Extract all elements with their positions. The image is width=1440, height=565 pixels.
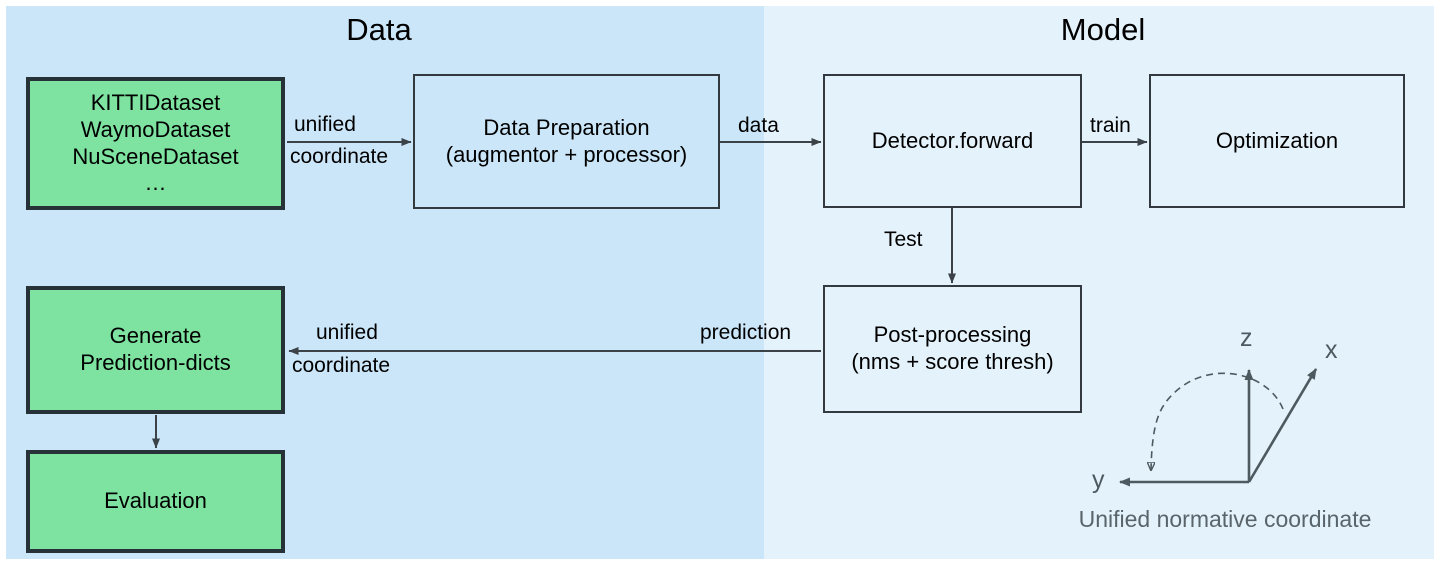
node-data-preparation[interactable]: Data Preparation (augmentor + processor) [413,74,720,209]
edge-label-test: Test [884,228,923,251]
edge-label-unified-2: unified [316,321,378,344]
edge-label-data: data [738,114,779,137]
node-data-preparation-line-2: (augmentor + processor) [445,141,688,167]
panel-model-title: Model [1060,12,1146,47]
node-detector-forward-label: Detector.forward [871,127,1034,153]
edge-label-unified: unified [294,113,356,136]
coordinate-caption: Unified normative coordinate [1078,506,1372,532]
node-post-processing[interactable]: Post-processing (nms + score thresh) [823,285,1082,413]
edge-label-train: train [1090,114,1131,137]
edge-label-coordinate: coordinate [290,145,389,168]
y-axis-label: y [1092,466,1105,494]
node-datasets-line-1: KITTIDataset [90,89,221,115]
node-datasets-line-3: NuSceneDataset [72,143,239,169]
edge-label-prediction: prediction [700,321,792,344]
node-generate-line-2: Prediction-dicts [80,350,231,375]
node-evaluation[interactable]: Evaluation [26,450,285,553]
node-evaluation-label: Evaluation [104,488,207,514]
node-generate-line-1: Generate [109,323,202,349]
node-post-processing-line-2: (nms + score thresh) [851,349,1054,374]
node-post-processing-line-1: Post-processing [873,322,1032,348]
node-data-preparation-line-1: Data Preparation [483,114,650,140]
node-optimization[interactable]: Optimization [1149,74,1405,208]
node-datasets-line-2: WaymoDataset [80,116,231,142]
edge-label-coordinate-2: coordinate [292,354,391,377]
node-detector-forward[interactable]: Detector.forward [823,74,1082,208]
z-axis-label: z [1240,324,1253,352]
node-optimization-label: Optimization [1215,127,1339,153]
node-datasets[interactable]: KITTIDataset WaymoDataset NuSceneDataset… [26,77,285,210]
node-generate-prediction-dicts[interactable]: Generate Prediction-dicts [26,286,285,414]
x-axis-label: x [1325,336,1338,364]
panel-data-title: Data [346,12,412,47]
coordinate-gizmo: z x y Unified normative coordinate [1060,318,1390,548]
node-datasets-line-4: … [144,170,167,196]
